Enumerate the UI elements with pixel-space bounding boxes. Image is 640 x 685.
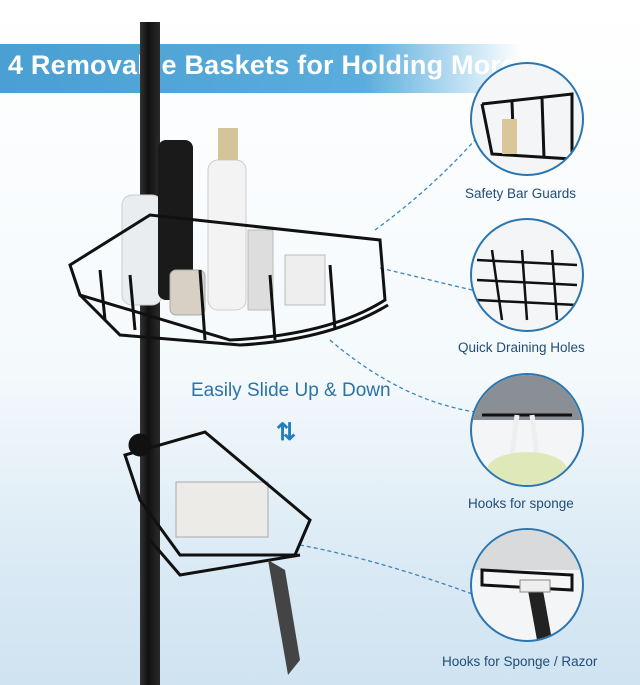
safety-bar-guard-icon bbox=[480, 92, 574, 161]
feature-circle-safety-bar bbox=[470, 62, 584, 176]
feature-label-safety-bar: Safety Bar Guards bbox=[465, 186, 577, 201]
soap-basket bbox=[123, 430, 312, 675]
feature-label-draining: Quick Draining Holes bbox=[458, 340, 585, 355]
feature-circle-draining bbox=[470, 218, 584, 332]
razor-hook-icon bbox=[472, 530, 582, 640]
title-banner bbox=[0, 44, 520, 93]
up-down-arrows-icon: ⇅ bbox=[276, 419, 296, 446]
feature-label-sponge-hook: Hooks for sponge bbox=[468, 496, 574, 511]
banner-title: 4 Removable Baskets for Holding More bbox=[8, 50, 517, 80]
sponge-hook-icon bbox=[472, 375, 582, 485]
slide-caption: Easily Slide Up & Down bbox=[191, 380, 391, 401]
corner-basket bbox=[68, 213, 389, 347]
connector-lines bbox=[299, 139, 476, 596]
draining-holes-icon bbox=[476, 249, 578, 321]
bottles bbox=[121, 128, 326, 316]
feature-label-razor-hook: Hooks for Sponge / Razor bbox=[442, 654, 598, 669]
feature-circle-razor-hook bbox=[470, 528, 584, 642]
feature-circle-sponge-hook bbox=[470, 373, 584, 487]
